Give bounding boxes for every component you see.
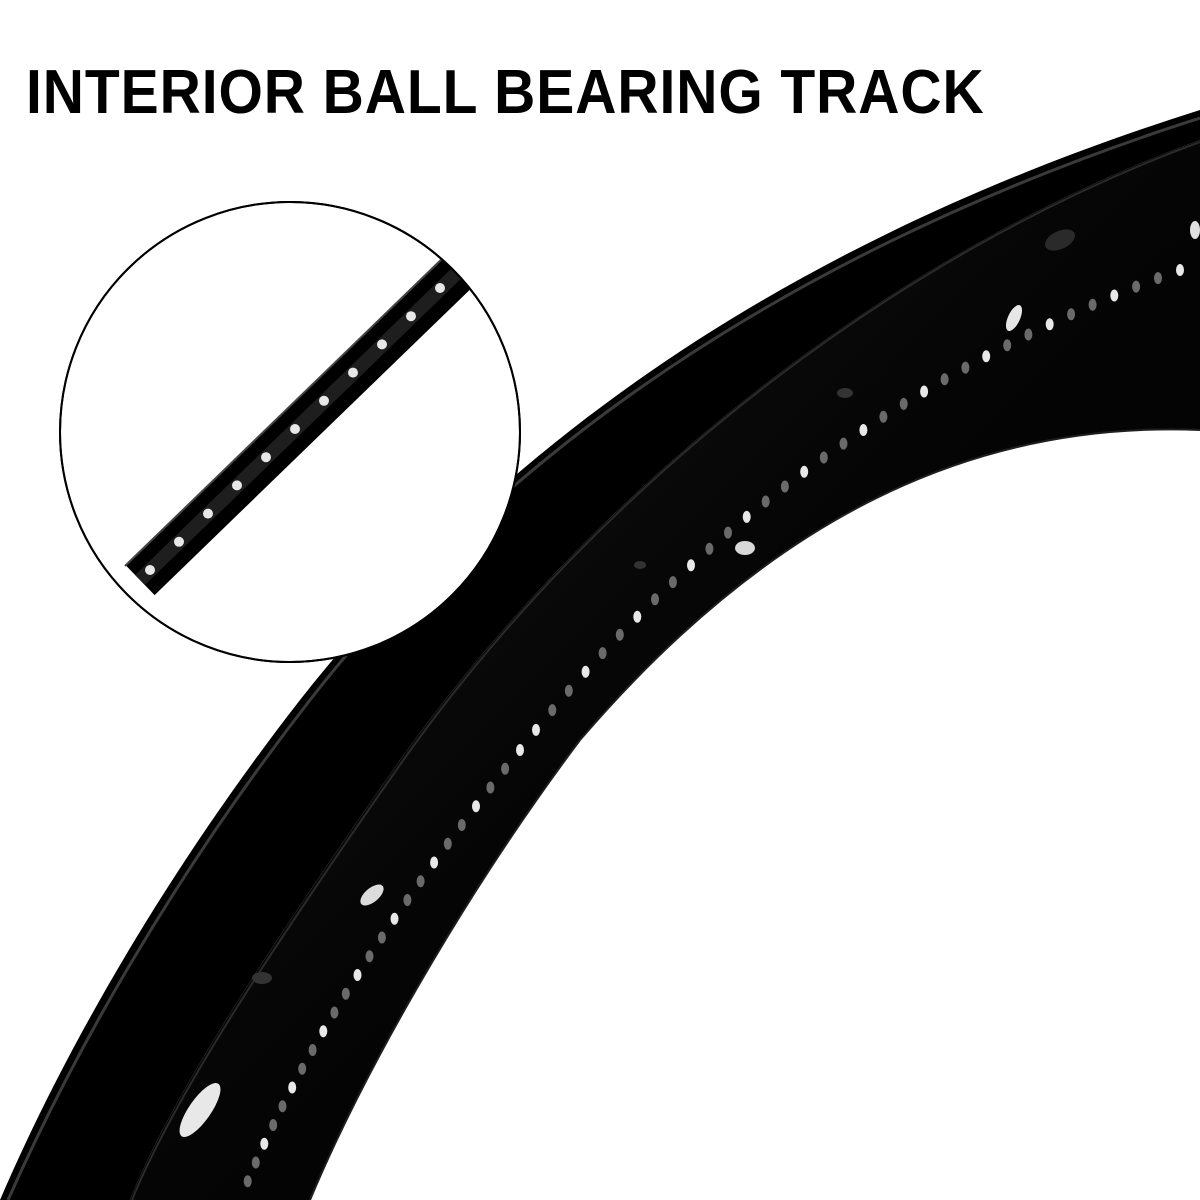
zoomed-ball-bearing: [406, 311, 416, 322]
ball-bearing: [687, 559, 695, 572]
ball-bearing: [269, 1119, 278, 1131]
ball-bearing: [668, 576, 677, 589]
ball-bearing: [308, 1044, 317, 1056]
ball-bearing: [416, 875, 425, 888]
ball-bearing: [548, 704, 557, 717]
ball-bearing: [353, 969, 362, 981]
ball-bearing: [472, 800, 480, 813]
ball-bearing: [516, 744, 524, 756]
ball-bearing: [615, 628, 624, 641]
zoomed-ball-bearing: [319, 395, 329, 406]
ball-bearing: [839, 437, 848, 450]
ball-bearing: [377, 931, 386, 944]
ball-bearing: [920, 385, 929, 398]
ball-bearings: [243, 264, 1184, 1188]
zoomed-ball-bearing: [377, 339, 387, 350]
ball-bearing: [1154, 272, 1162, 285]
ball-bearing: [780, 480, 789, 493]
ball-bearing: [365, 950, 374, 963]
ball-bearing: [403, 894, 412, 906]
ball-bearing: [961, 361, 970, 374]
zoomed-ball-bearing: [261, 452, 271, 463]
ball-bearing: [1110, 289, 1119, 302]
ball-bearing: [260, 1137, 269, 1150]
ball-bearing: [486, 781, 495, 794]
ball-bearing: [1045, 318, 1054, 331]
headline-title: INTERIOR BALL BEARING TRACK: [26, 58, 985, 127]
mounting-holes: [179, 221, 1200, 1137]
ball-bearing: [341, 987, 350, 1000]
ball-bearing: [457, 819, 466, 831]
ball-bearing: [581, 665, 590, 678]
ball-bearing: [278, 1100, 287, 1113]
ball-bearing: [800, 465, 809, 478]
ball-bearing: [1176, 264, 1184, 276]
ball-bearing: [899, 397, 908, 410]
ball-bearing: [705, 542, 714, 555]
ball-bearing: [940, 373, 949, 386]
ball-bearing: [330, 1006, 339, 1019]
zoomed-ball-bearings: [145, 283, 445, 575]
ball-bearing: [288, 1081, 297, 1094]
ball-bearing: [859, 424, 868, 436]
zoomed-ball-bearing: [203, 508, 213, 519]
ball-bearing: [633, 610, 642, 623]
ball-bearing: [251, 1156, 260, 1169]
ball-bearing: [1132, 280, 1141, 293]
ball-bearing: [564, 684, 573, 697]
ball-bearing: [298, 1062, 307, 1075]
zoomed-ball-bearing: [174, 536, 184, 547]
ball-bearing: [724, 526, 732, 539]
ball-bearing: [430, 856, 439, 869]
zoomed-ball-bearing: [435, 283, 445, 293]
ball-bearing: [501, 762, 510, 775]
ball-bearing: [390, 912, 399, 925]
zoom-callout: [59, 201, 521, 663]
ball-bearing: [319, 1025, 328, 1038]
zoomed-ball-bearing: [232, 480, 242, 491]
ball-bearing: [1003, 339, 1012, 352]
ball-bearing: [742, 510, 751, 523]
ball-bearing: [1088, 298, 1097, 311]
ball-bearing: [598, 647, 607, 660]
ball-bearing: [443, 837, 452, 850]
zoomed-track: [124, 254, 475, 596]
ball-bearing: [879, 410, 888, 423]
ball-bearing: [532, 723, 540, 736]
ball-bearing: [982, 350, 991, 363]
ball-bearing: [243, 1175, 252, 1188]
ball-bearing: [761, 495, 770, 508]
ball-bearing: [651, 593, 659, 606]
ball-bearing: [819, 451, 828, 464]
zoomed-ball-bearing: [290, 424, 300, 434]
magnifier-circle-icon: [59, 201, 521, 663]
zoomed-ball-bearing: [348, 367, 358, 378]
zoomed-ball-bearing: [145, 565, 155, 575]
ball-bearing: [1024, 328, 1033, 341]
ball-bearing: [1067, 308, 1076, 321]
